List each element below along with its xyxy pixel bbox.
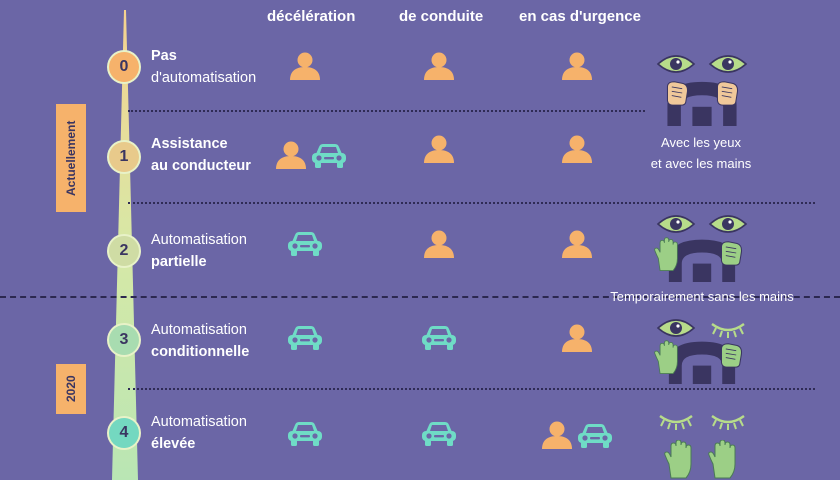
level-title-1: Assistance au conducteur [151, 133, 251, 177]
car-icon [577, 422, 613, 450]
level-number-1: 1 [109, 142, 139, 172]
hand-icon [664, 80, 690, 106]
hand-icon [714, 80, 740, 106]
car-icon [421, 324, 457, 352]
caption-line1: Avec les yeux [661, 135, 741, 150]
caption-temporarily-no-hands: Temporairement sans les mains [610, 289, 794, 304]
level-title-4: Automatisation élevée [151, 411, 247, 455]
column-header-urgence: en cas d'urgence [519, 8, 641, 25]
row-separator [128, 388, 815, 390]
side-label-currently: Actuellement [56, 104, 86, 212]
row-separator [128, 202, 815, 204]
person-icon [560, 323, 594, 353]
person-icon [540, 420, 574, 450]
person-icon [560, 51, 594, 81]
car-icon [287, 230, 323, 258]
column-header-conduite: de conduite [399, 8, 484, 25]
hand-icon [718, 342, 744, 368]
level-title-3: Automatisation conditionnelle [151, 319, 249, 363]
person-icon [422, 51, 456, 81]
level-title-0: Pas d'automatisation [151, 45, 256, 89]
level-number-3: 3 [109, 325, 139, 355]
hand-icon [708, 440, 738, 480]
eye-icon [708, 214, 748, 234]
person-icon [422, 134, 456, 164]
eye-icon [656, 54, 696, 74]
level-title-line2: d'automatisation [151, 70, 257, 86]
level-number-4: 4 [109, 418, 139, 448]
hand-icon [664, 440, 694, 480]
level-title-line1: Automatisation [151, 414, 247, 430]
current-limit-dashed-line [0, 296, 840, 298]
caption-line2: et avec les mains [650, 156, 752, 171]
closed-eye-icon [708, 410, 748, 430]
level-title-line2: élevée [151, 436, 196, 452]
eye-icon [656, 214, 696, 234]
person-icon [560, 229, 594, 259]
eye-icon [708, 54, 748, 74]
closed-eye-icon [708, 318, 748, 338]
person-icon [288, 51, 322, 81]
level-title-line1: Assistance [151, 136, 228, 152]
car-icon [421, 420, 457, 448]
level-title-line2: partielle [151, 254, 207, 270]
hand-icon [654, 338, 680, 378]
level-title-line1: Pas [151, 48, 177, 64]
level-title-2: Automatisation partielle [151, 229, 247, 273]
level-title-line2: conditionnelle [151, 344, 250, 360]
row-separator [128, 110, 645, 112]
level-number-2: 2 [109, 236, 139, 266]
hand-icon [718, 240, 744, 266]
hand-icon [654, 236, 680, 274]
eye-icon [656, 318, 696, 338]
column-header-deceleration: décélération [267, 8, 356, 25]
car-icon [311, 142, 347, 170]
caption-eyes-hands: Avec les yeux et avec les mains [645, 132, 757, 174]
level-number-0: 0 [109, 52, 139, 82]
person-icon [274, 140, 308, 170]
person-icon [422, 229, 456, 259]
car-icon [287, 420, 323, 448]
side-label-year: 2020 [56, 364, 86, 414]
closed-eye-icon [656, 410, 696, 430]
person-icon [560, 134, 594, 164]
level-title-line2: au conducteur [151, 158, 251, 174]
level-title-line1: Automatisation [151, 322, 247, 338]
car-icon [287, 324, 323, 352]
level-title-line1: Automatisation [151, 232, 247, 248]
